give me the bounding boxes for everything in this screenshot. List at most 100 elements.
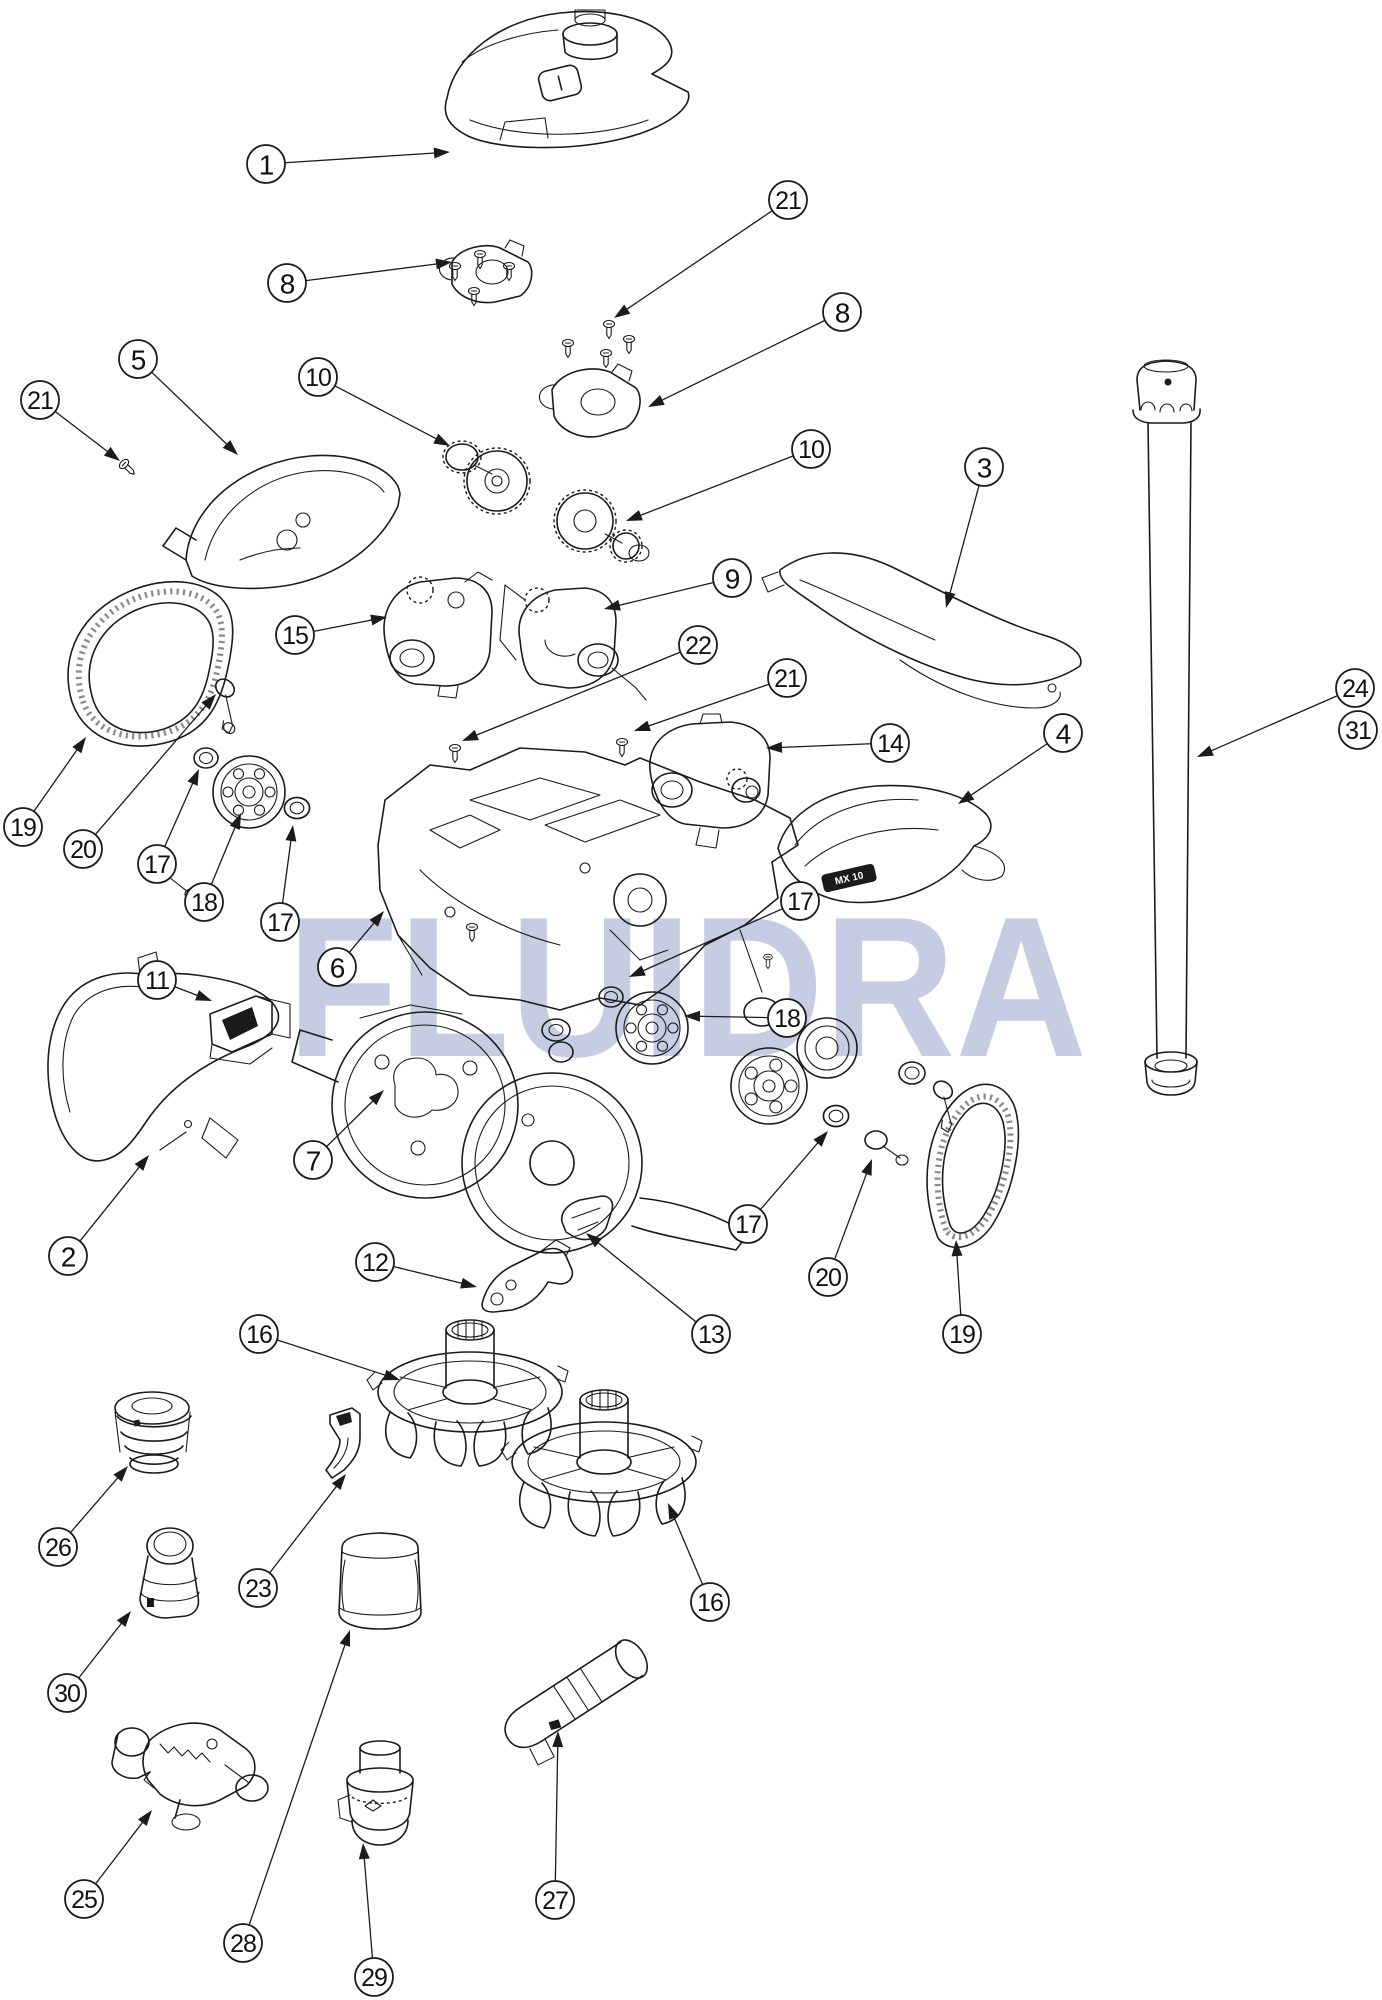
fluidra-watermark: FLUIDRA	[287, 876, 1087, 1099]
leader-arrowhead-icon	[134, 1155, 149, 1171]
leader-line	[696, 1015, 769, 1019]
callout-balloon	[535, 1880, 575, 1920]
leader-arrowhead-icon	[629, 965, 646, 977]
leader-arrowhead-icon	[435, 258, 452, 270]
callout-3: 3	[944, 447, 1004, 608]
callout-balloon	[246, 144, 286, 184]
callout-balloon	[767, 658, 807, 698]
leader-line	[313, 618, 375, 632]
callout-11: 11	[137, 960, 212, 1001]
leader-arrowhead-icon	[766, 741, 783, 753]
callout-balloon	[20, 380, 60, 420]
callout-balloon	[768, 180, 808, 220]
callout-17: 17	[629, 881, 820, 977]
callout-number: 19	[949, 1321, 975, 1349]
callout-number: 17	[735, 1211, 761, 1239]
leader-line	[284, 152, 438, 164]
leader-arrowhead-icon	[586, 1233, 602, 1248]
callout-number: 17	[267, 909, 293, 937]
callout-30: 30	[47, 1611, 131, 1713]
callout-10: 10	[626, 429, 831, 521]
leader-line	[248, 1642, 347, 1926]
callout-13: 13	[586, 1233, 731, 1354]
leader-line	[637, 455, 794, 517]
leader-arrowhead-icon	[137, 1810, 152, 1827]
callout-balloon	[118, 339, 158, 379]
leader-arrowhead-icon	[861, 1159, 872, 1176]
callout-number: 20	[70, 836, 96, 864]
callout-18: 18	[184, 813, 241, 922]
callout-18: 18	[684, 998, 807, 1038]
callout-number: 8	[835, 298, 850, 329]
part-5-top-cover-left	[162, 454, 401, 590]
leader-arrowhead-icon	[222, 439, 238, 455]
leader-arrowhead-icon	[648, 395, 665, 407]
part-19-track-right	[926, 1083, 1020, 1249]
callout-15: 15	[275, 614, 387, 655]
callout-19: 19	[3, 737, 86, 847]
callout-number: 27	[542, 1887, 568, 1915]
callout-balloon	[808, 1257, 848, 1297]
callout-number: 28	[230, 1930, 256, 1958]
callout-balloon	[355, 1242, 395, 1282]
callout-7: 7	[293, 1090, 384, 1180]
leader-line	[334, 385, 439, 441]
callout-number: 12	[362, 1249, 388, 1277]
callout-balloon	[354, 1957, 394, 1997]
callout-number: 1	[259, 150, 274, 181]
leader-arrowhead-icon	[813, 1131, 828, 1147]
leader-arrowhead-icon	[331, 1474, 346, 1491]
leader-line	[659, 319, 826, 402]
callout-number: 2	[61, 1242, 76, 1273]
callout-number: 14	[877, 730, 904, 758]
callout-number: 21	[774, 665, 800, 693]
leader-arrowhead-icon	[187, 769, 199, 786]
leader-line	[95, 1819, 145, 1885]
callout-10: 10	[298, 357, 450, 446]
callout-balloon	[780, 881, 820, 921]
leader-arrowhead-icon	[634, 720, 651, 731]
leader-arrowhead-icon	[626, 510, 643, 521]
callout-28: 28	[223, 1630, 351, 1963]
callout-19: 19	[942, 1240, 982, 1354]
part-25-valve-assembly	[111, 1722, 269, 1831]
callout-balloon	[678, 625, 718, 665]
callout-balloon	[223, 1923, 263, 1963]
callout-number: 24	[1342, 675, 1369, 703]
callout-4: 4	[958, 713, 1083, 804]
callout-number: 18	[774, 1005, 800, 1033]
leader-arrowhead-icon	[358, 1843, 370, 1860]
model-badge: MX 10	[821, 863, 877, 893]
callout-balloon	[267, 263, 307, 303]
callout-21: 21	[614, 180, 808, 318]
leader-line	[672, 1514, 704, 1585]
leader-arrowhead-icon	[370, 614, 387, 626]
callout-balloon	[1338, 710, 1378, 750]
leader-line	[834, 1170, 869, 1260]
part-14-pump-motor	[649, 713, 771, 849]
callout-number: 17	[144, 851, 170, 879]
leader-arrowhead-icon	[614, 304, 631, 318]
leader-line	[956, 1252, 962, 1316]
leader-line	[210, 824, 237, 885]
callout-20: 20	[808, 1159, 872, 1297]
callout-9: 9	[604, 558, 752, 611]
callout-number: 8	[280, 269, 295, 300]
leader-line	[33, 747, 80, 812]
part-27-elbow-connector	[504, 1639, 649, 1766]
callout-number: 29	[361, 1964, 387, 1992]
screw-fasteners-21-22	[117, 249, 773, 970]
callout-16: 16	[668, 1503, 730, 1622]
leader-line	[276, 1339, 388, 1377]
leader-arrowhead-icon	[116, 1611, 131, 1627]
callout-number: 23	[245, 1575, 271, 1603]
callout-number: 6	[330, 953, 345, 984]
callout-8: 8	[648, 292, 862, 407]
leader-arrowhead-icon	[285, 825, 297, 842]
callout-17: 17	[137, 769, 199, 884]
part-8-drive-motor-right	[538, 363, 641, 438]
callout-22: 22	[462, 625, 718, 741]
leader-arrowhead-icon	[113, 1466, 128, 1482]
leader-arrowhead-icon	[462, 729, 479, 741]
